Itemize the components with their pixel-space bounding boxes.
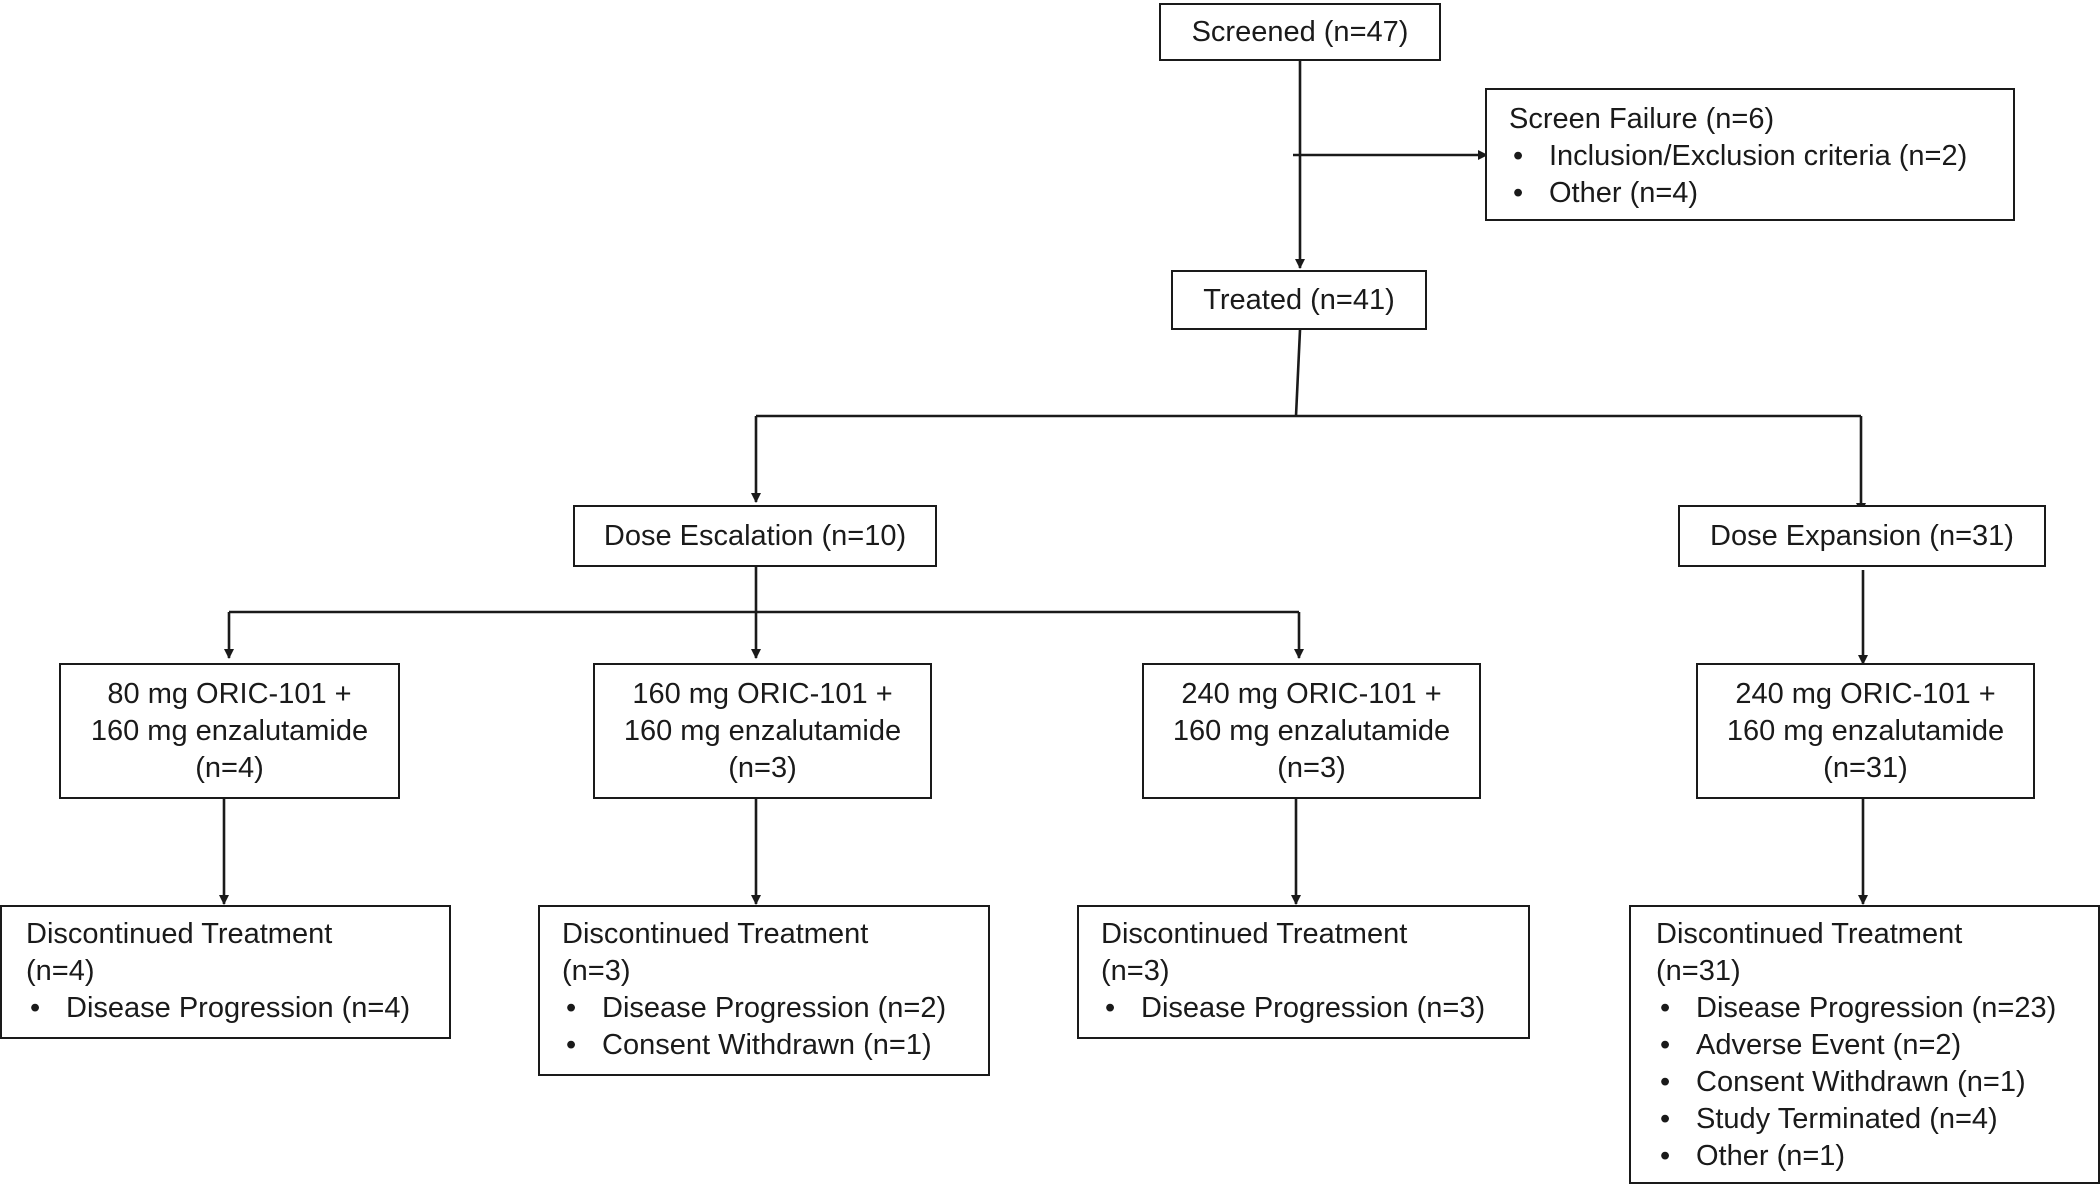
screen-failure-item: Inclusion/Exclusion criteria (n=2)	[1509, 138, 2013, 175]
reason-item: Disease Progression (n=23)	[1656, 990, 2098, 1027]
discontinued-reasons: Disease Progression (n=4)	[26, 990, 449, 1027]
reason-item: Disease Progression (n=3)	[1101, 990, 1528, 1027]
screened-box: Screened (n=47)	[1159, 3, 1441, 61]
arm-dose-line: 160 mg ORIC-101 +	[632, 677, 893, 710]
dose-escalation-label: Dose Escalation (n=10)	[603, 519, 907, 552]
discontinued-title: Discontinued Treatment	[1101, 918, 1408, 950]
arm-240mg-expansion-box: 240 mg ORIC-101 + 160 mg enzalutamide (n…	[1696, 663, 2035, 799]
discontinued-box-arm-3: Discontinued Treatment (n=3) Disease Pro…	[1077, 905, 1530, 1039]
dose-expansion-box: Dose Expansion (n=31)	[1678, 505, 2046, 567]
screened-label: Screened (n=47)	[1191, 15, 1409, 48]
arm-enzalutamide-line: 160 mg enzalutamide	[623, 714, 902, 747]
arm-160mg-box: 160 mg ORIC-101 + 160 mg enzalutamide (n…	[593, 663, 932, 799]
discontinued-reasons: Disease Progression (n=23) Adverse Event…	[1656, 990, 2098, 1175]
reason-item: Consent Withdrawn (n=1)	[562, 1027, 988, 1064]
treated-label: Treated (n=41)	[1203, 283, 1395, 316]
arm-n-line: (n=31)	[1823, 751, 1908, 784]
reason-item: Study Terminated (n=4)	[1656, 1101, 2098, 1138]
arm-240mg-escalation-box: 240 mg ORIC-101 + 160 mg enzalutamide (n…	[1142, 663, 1481, 799]
discontinued-title: Discontinued Treatment	[26, 918, 333, 950]
treated-box: Treated (n=41)	[1171, 270, 1427, 330]
dose-escalation-box: Dose Escalation (n=10)	[573, 505, 937, 567]
treated-stem	[1294, 329, 1302, 417]
discontinued-title: Discontinued Treatment	[1656, 918, 1963, 950]
reason-item: Other (n=1)	[1656, 1138, 2098, 1175]
screen-failure-box: Screen Failure (n=6) Inclusion/Exclusion…	[1485, 88, 2015, 221]
reason-item: Adverse Event (n=2)	[1656, 1027, 2098, 1064]
reason-item: Disease Progression (n=2)	[562, 990, 988, 1027]
screen-failure-item: Other (n=4)	[1509, 175, 2013, 212]
arm-enzalutamide-line: 160 mg enzalutamide	[90, 714, 369, 747]
arm-n-line: (n=4)	[195, 751, 264, 784]
arm-n-line: (n=3)	[1277, 751, 1346, 784]
arm-dose-line: 240 mg ORIC-101 +	[1181, 677, 1442, 710]
screen-failure-title: Screen Failure (n=6)	[1509, 103, 1775, 135]
arm-dose-line: 240 mg ORIC-101 +	[1735, 677, 1996, 710]
discontinued-box-arm-4: Discontinued Treatment (n=31) Disease Pr…	[1629, 905, 2100, 1184]
discontinued-n: (n=3)	[562, 955, 631, 987]
reason-item: Consent Withdrawn (n=1)	[1656, 1064, 2098, 1101]
arm-enzalutamide-line: 160 mg enzalutamide	[1726, 714, 2005, 747]
discontinued-n: (n=4)	[26, 955, 95, 987]
discontinued-title: Discontinued Treatment	[562, 918, 869, 950]
reason-item: Disease Progression (n=4)	[26, 990, 449, 1027]
discontinued-n: (n=31)	[1656, 955, 1741, 987]
arm-n-line: (n=3)	[728, 751, 797, 784]
discontinued-n: (n=3)	[1101, 955, 1170, 987]
arm-dose-line: 80 mg ORIC-101 +	[107, 677, 352, 710]
arm-enzalutamide-line: 160 mg enzalutamide	[1172, 714, 1451, 747]
arm-80mg-box: 80 mg ORIC-101 + 160 mg enzalutamide (n=…	[59, 663, 400, 799]
discontinued-reasons: Disease Progression (n=2) Consent Withdr…	[562, 990, 988, 1064]
discontinued-box-arm-1: Discontinued Treatment (n=4) Disease Pro…	[0, 905, 451, 1039]
dose-expansion-label: Dose Expansion (n=31)	[1710, 519, 2014, 552]
discontinued-box-arm-2: Discontinued Treatment (n=3) Disease Pro…	[538, 905, 990, 1076]
discontinued-reasons: Disease Progression (n=3)	[1101, 990, 1528, 1027]
screen-failure-list: Inclusion/Exclusion criteria (n=2) Other…	[1509, 138, 2013, 212]
